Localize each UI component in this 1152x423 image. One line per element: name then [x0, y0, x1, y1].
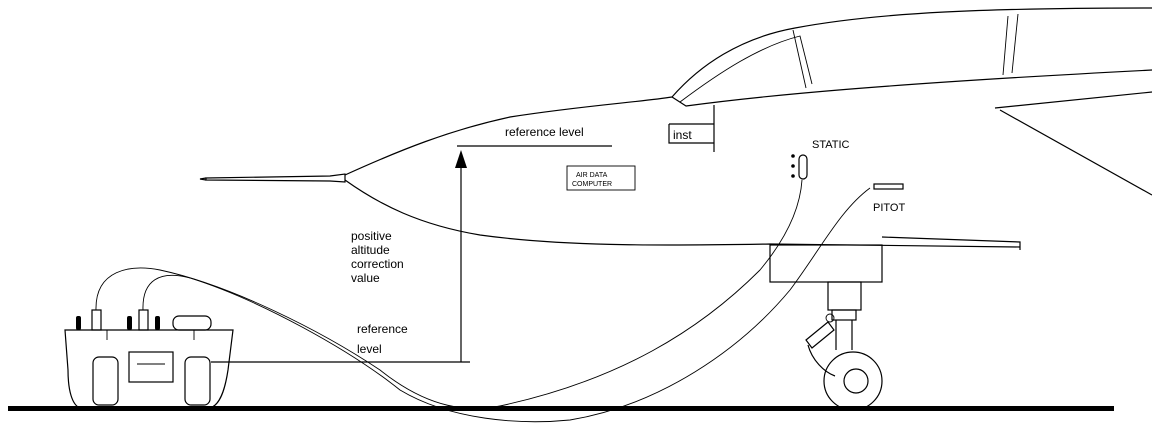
aircraft-fuselage — [199, 7, 1152, 250]
ground-line — [8, 406, 1114, 411]
pitot-port: PITOT — [873, 183, 905, 214]
test-set — [64, 309, 234, 409]
svg-text:AIR DATA: AIR DATA — [576, 172, 608, 179]
static-port: STATIC — [791, 139, 850, 180]
landing-gear — [769, 244, 883, 411]
reference-level-label-top: reference level — [505, 125, 584, 139]
air-data-computer-box: AIR DATA COMPUTER — [566, 165, 636, 191]
altitude-correction-arrow — [455, 150, 467, 362]
svg-text:COMPUTER: COMPUTER — [572, 181, 612, 188]
positive-altitude-label: positive altitude correction value — [351, 229, 407, 285]
svg-text:STATIC: STATIC — [812, 139, 850, 151]
svg-text:inst: inst — [673, 128, 692, 142]
svg-text:PITOT: PITOT — [873, 202, 905, 214]
inst-box: inst — [668, 105, 715, 152]
test-hoses — [95, 179, 871, 423]
reference-level-label-bottom: reference level — [357, 322, 411, 356]
